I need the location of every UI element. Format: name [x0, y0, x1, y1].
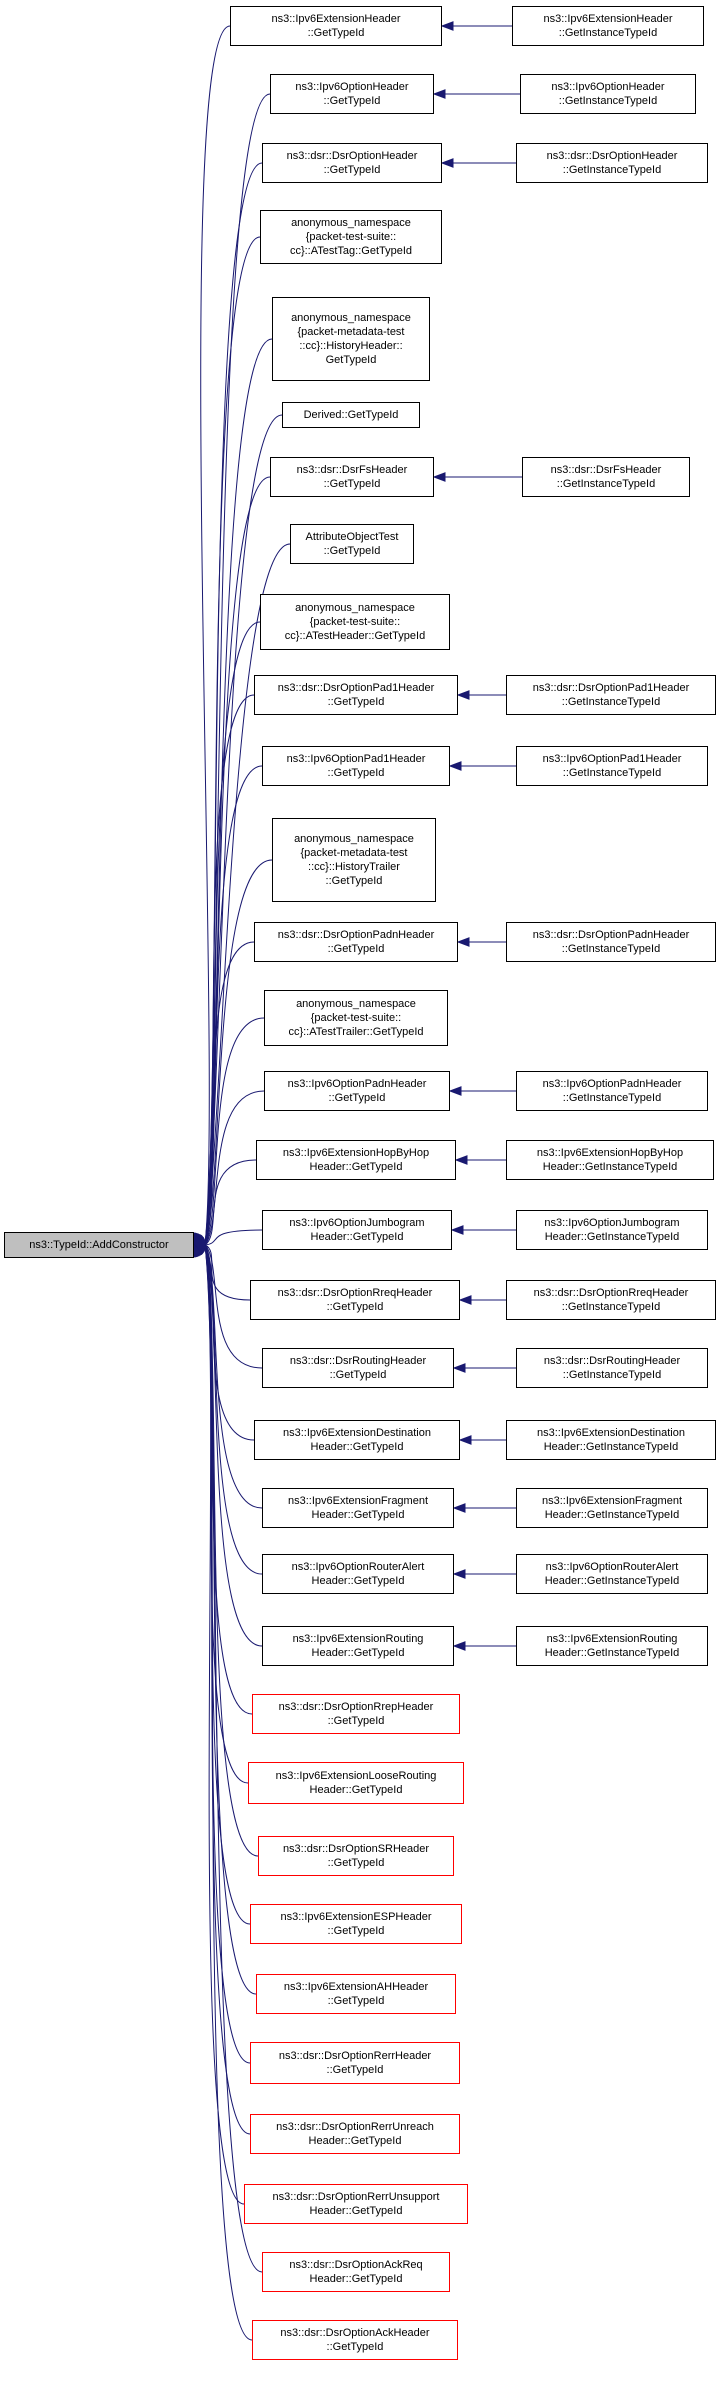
edge-c22-to-root — [204, 1244, 263, 1647]
arrowhead-c1-instance — [432, 89, 446, 99]
edge-c17-to-root — [204, 1244, 251, 1301]
edge-c13-to-root — [204, 1017, 265, 1246]
caller-node-c4[interactable]: anonymous_namespace {packet-metadata-tes… — [272, 297, 430, 381]
caller-node-c19[interactable]: ns3::Ipv6ExtensionDestination Header::Ge… — [254, 1420, 460, 1460]
caller-node-c30[interactable]: ns3::dsr::DsrOptionRerrUnsupport Header:… — [244, 2184, 468, 2224]
instance-node-c12[interactable]: ns3::dsr::DsrOptionPadnHeader ::GetInsta… — [506, 922, 716, 962]
caller-node-c24[interactable]: ns3::Ipv6ExtensionLooseRouting Header::G… — [248, 1762, 464, 1804]
caller-node-c7[interactable]: AttributeObjectTest ::GetTypeId — [290, 524, 414, 564]
caller-node-c31[interactable]: ns3::dsr::DsrOptionAckReq Header::GetTyp… — [262, 2252, 450, 2292]
edge-c20-to-root — [204, 1244, 263, 1509]
edge-c32-to-root — [204, 1244, 253, 2341]
edge-c16-to-root — [204, 1229, 263, 1246]
caller-node-c14[interactable]: ns3::Ipv6OptionPadnHeader ::GetTypeId — [264, 1071, 450, 1111]
arrowhead-c14-instance — [448, 1086, 462, 1096]
caller-node-c1[interactable]: ns3::Ipv6OptionHeader ::GetTypeId — [270, 74, 434, 114]
caller-node-c18[interactable]: ns3::dsr::DsrRoutingHeader ::GetTypeId — [262, 1348, 454, 1388]
arrowhead-c18-instance — [452, 1363, 466, 1373]
caller-node-c32[interactable]: ns3::dsr::DsrOptionAckHeader ::GetTypeId — [252, 2320, 458, 2360]
edge-c31-to-root — [204, 1244, 263, 2273]
caller-node-c12[interactable]: ns3::dsr::DsrOptionPadnHeader ::GetTypeI… — [254, 922, 458, 962]
arrowhead-c15-instance — [454, 1155, 468, 1165]
edge-c0-to-root — [200, 25, 231, 1246]
instance-node-c9[interactable]: ns3::dsr::DsrOptionPad1Header ::GetInsta… — [506, 675, 716, 715]
instance-node-c6[interactable]: ns3::dsr::DsrFsHeader ::GetInstanceTypeI… — [522, 457, 690, 497]
edge-c25-to-root — [204, 1244, 259, 1857]
edge-c18-to-root — [204, 1244, 263, 1369]
root-node[interactable]: ns3::TypeId::AddConstructor — [4, 1232, 194, 1258]
instance-node-c20[interactable]: ns3::Ipv6ExtensionFragment Header::GetIn… — [516, 1488, 708, 1528]
caller-node-c26[interactable]: ns3::Ipv6ExtensionESPHeader ::GetTypeId — [250, 1904, 462, 1944]
caller-node-c13[interactable]: anonymous_namespace {packet-test-suite::… — [264, 990, 448, 1046]
caller-node-c28[interactable]: ns3::dsr::DsrOptionRerrHeader ::GetTypeI… — [250, 2042, 460, 2084]
instance-node-c21[interactable]: ns3::Ipv6OptionRouterAlert Header::GetIn… — [516, 1554, 708, 1594]
caller-node-c10[interactable]: ns3::Ipv6OptionPad1Header ::GetTypeId — [262, 746, 450, 786]
arrowhead-c6-instance — [432, 472, 446, 482]
edge-c3-to-root — [204, 236, 261, 1246]
edge-c27-to-root — [204, 1244, 257, 1995]
edge-c12-to-root — [204, 941, 255, 1246]
caller-node-c5[interactable]: Derived::GetTypeId — [282, 402, 420, 428]
instance-node-c22[interactable]: ns3::Ipv6ExtensionRouting Header::GetIns… — [516, 1626, 708, 1666]
arrowhead-c17-instance — [458, 1295, 472, 1305]
caller-node-c25[interactable]: ns3::dsr::DsrOptionSRHeader ::GetTypeId — [258, 1836, 454, 1876]
instance-node-c15[interactable]: ns3::Ipv6ExtensionHopByHop Header::GetIn… — [506, 1140, 714, 1180]
arrowhead-c16-instance — [450, 1225, 464, 1235]
caller-node-c22[interactable]: ns3::Ipv6ExtensionRouting Header::GetTyp… — [262, 1626, 454, 1666]
arrowhead-c21-instance — [452, 1569, 466, 1579]
instance-node-c17[interactable]: ns3::dsr::DsrOptionRreqHeader ::GetInsta… — [506, 1280, 716, 1320]
caller-node-c15[interactable]: ns3::Ipv6ExtensionHopByHop Header::GetTy… — [256, 1140, 456, 1180]
edge-c9-to-root — [204, 694, 255, 1246]
caller-node-c20[interactable]: ns3::Ipv6ExtensionFragment Header::GetTy… — [262, 1488, 454, 1528]
instance-node-c16[interactable]: ns3::Ipv6OptionJumbogram Header::GetInst… — [516, 1210, 708, 1250]
caller-node-c9[interactable]: ns3::dsr::DsrOptionPad1Header ::GetTypeI… — [254, 675, 458, 715]
instance-node-c10[interactable]: ns3::Ipv6OptionPad1Header ::GetInstanceT… — [516, 746, 708, 786]
arrowhead-c9-instance — [456, 690, 470, 700]
edge-c10-to-root — [204, 765, 263, 1246]
instance-node-c18[interactable]: ns3::dsr::DsrRoutingHeader ::GetInstance… — [516, 1348, 708, 1388]
edge-c21-to-root — [204, 1244, 263, 1575]
instance-node-c14[interactable]: ns3::Ipv6OptionPadnHeader ::GetInstanceT… — [516, 1071, 708, 1111]
arrowhead-c22-instance — [452, 1641, 466, 1651]
arrowhead-c0-instance — [440, 21, 454, 31]
edge-c14-to-root — [204, 1090, 265, 1246]
caller-node-c21[interactable]: ns3::Ipv6OptionRouterAlert Header::GetTy… — [262, 1554, 454, 1594]
instance-node-c0[interactable]: ns3::Ipv6ExtensionHeader ::GetInstanceTy… — [512, 6, 704, 46]
caller-node-c11[interactable]: anonymous_namespace {packet-metadata-tes… — [272, 818, 436, 902]
caller-node-c8[interactable]: anonymous_namespace {packet-test-suite::… — [260, 594, 450, 650]
instance-node-c2[interactable]: ns3::dsr::DsrOptionHeader ::GetInstanceT… — [516, 143, 708, 183]
arrowhead-c20-instance — [452, 1503, 466, 1513]
arrowhead-c12-instance — [456, 937, 470, 947]
caller-node-c17[interactable]: ns3::dsr::DsrOptionRreqHeader ::GetTypeI… — [250, 1280, 460, 1320]
caller-node-c3[interactable]: anonymous_namespace {packet-test-suite::… — [260, 210, 442, 264]
caller-node-c2[interactable]: ns3::dsr::DsrOptionHeader ::GetTypeId — [262, 143, 442, 183]
caller-node-c16[interactable]: ns3::Ipv6OptionJumbogram Header::GetType… — [262, 1210, 452, 1250]
caller-node-c23[interactable]: ns3::dsr::DsrOptionRrepHeader ::GetTypeI… — [252, 1694, 460, 1734]
instance-node-c19[interactable]: ns3::Ipv6ExtensionDestination Header::Ge… — [506, 1420, 716, 1460]
caller-node-c0[interactable]: ns3::Ipv6ExtensionHeader ::GetTypeId — [230, 6, 442, 46]
arrowhead-c19-instance — [458, 1435, 472, 1445]
caller-node-c6[interactable]: ns3::dsr::DsrFsHeader ::GetTypeId — [270, 457, 434, 497]
edge-c15-to-root — [204, 1159, 257, 1246]
caller-node-c27[interactable]: ns3::Ipv6ExtensionAHHeader ::GetTypeId — [256, 1974, 456, 2014]
instance-node-c1[interactable]: ns3::Ipv6OptionHeader ::GetInstanceTypeI… — [520, 74, 696, 114]
arrowhead-c10-instance — [448, 761, 462, 771]
arrowhead-c2-instance — [440, 158, 454, 168]
caller-node-c29[interactable]: ns3::dsr::DsrOptionRerrUnreach Header::G… — [250, 2114, 460, 2154]
